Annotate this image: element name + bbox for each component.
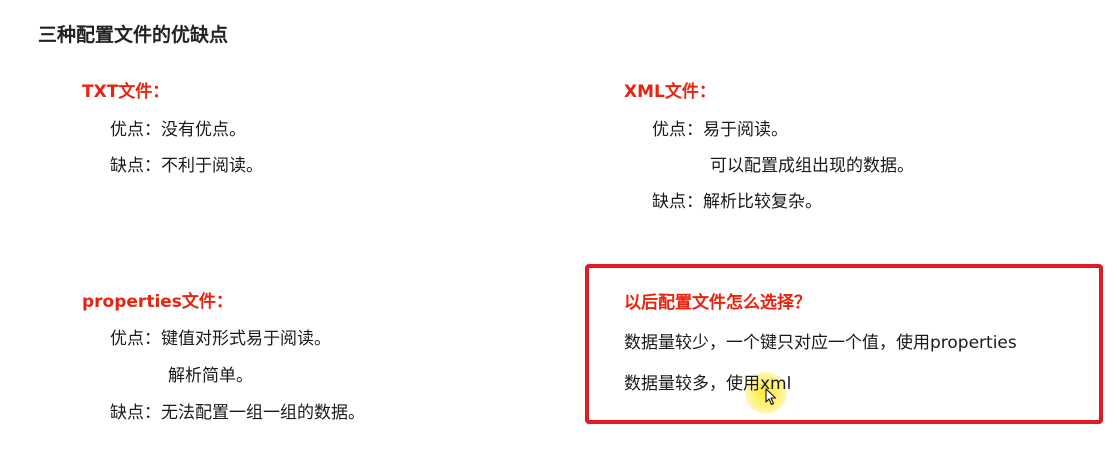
choice-line-1: 数据量较少，一个键只对应一个值，使用properties (624, 333, 1017, 353)
properties-pros-line: 优点：键值对形式易于阅读。 (110, 324, 331, 349)
txt-cons-line: 缺点：不利于阅读。 (110, 151, 263, 176)
xml-cons-text: 解析比较复杂。 (703, 192, 822, 212)
properties-cons-label: 缺点： (110, 403, 161, 423)
txt-heading: TXT文件： (82, 82, 170, 102)
xml-cons-line: 缺点：解析比较复杂。 (652, 187, 822, 212)
xml-heading: XML文件： (624, 82, 716, 102)
xml-cons-label: 缺点： (652, 192, 703, 212)
mouse-pointer-icon (765, 388, 777, 406)
properties-cons-line: 缺点：无法配置一组一组的数据。 (110, 398, 365, 423)
txt-pros-text: 没有优点。 (161, 120, 246, 140)
xml-pros-line: 优点：易于阅读。 (652, 115, 788, 140)
txt-pros-label: 优点： (110, 120, 161, 140)
xml-pros-label: 优点： (652, 120, 703, 140)
txt-pros-line: 优点：没有优点。 (110, 115, 246, 140)
choice-heading: 以后配置文件怎么选择？ (624, 293, 811, 313)
xml-pros-text-1: 易于阅读。 (703, 120, 788, 140)
page-title: 三种配置文件的优缺点 (38, 24, 229, 46)
properties-pros-label: 优点： (110, 329, 161, 349)
txt-cons-text: 不利于阅读。 (161, 156, 263, 176)
properties-heading: properties文件： (82, 292, 233, 312)
xml-pros-text-2: 可以配置成组出现的数据。 (710, 156, 914, 176)
txt-cons-label: 缺点： (110, 156, 161, 176)
properties-pros-text-1: 键值对形式易于阅读。 (161, 329, 331, 349)
choice-line-2: 数据量较多，使用xml (624, 374, 792, 394)
properties-pros-text-2: 解析简单。 (168, 366, 253, 386)
properties-cons-text: 无法配置一组一组的数据。 (161, 403, 365, 423)
choice-highlight-box (585, 264, 1103, 424)
